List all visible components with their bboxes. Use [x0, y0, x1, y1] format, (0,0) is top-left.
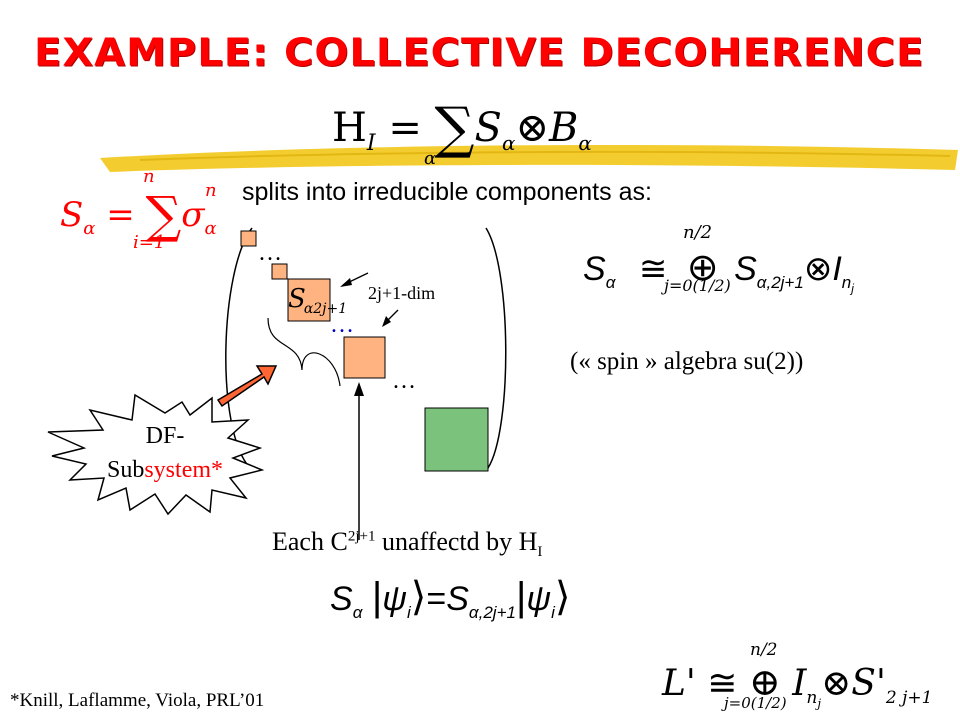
df-subsystem-label: DF- Subsystem*: [106, 423, 224, 483]
hamiltonian-symbol: H: [332, 105, 367, 151]
state-equation: Sα |ψi⟩=Sα,2j+1|ψi⟩: [330, 575, 571, 622]
block-label: Sα2j+1: [288, 284, 348, 318]
decomp-upper-limit: n/2: [683, 222, 713, 243]
sum-lower-limit: i=1: [133, 232, 166, 253]
l-prime-equation: L' ≅ ⊕ Inj⊗S'2 j+1: [662, 660, 933, 711]
unaffected-text: Each C2j+1 unaffectd by HI: [272, 527, 543, 561]
hamiltonian-equation: HI = ∑Sα⊗Bα: [332, 96, 592, 161]
dots-middle: …: [330, 312, 354, 338]
dots-top: …: [258, 240, 282, 266]
slide-title: Example: Collective Decoherence: [34, 31, 925, 75]
footnote-citation: *Knill, Laflamme, Viola, PRL’01: [10, 690, 265, 711]
decomposition-equation: Sα ≅ ⊕ Sα,2j+1⊗Inj: [583, 247, 854, 296]
lprime-upper-limit: n/2: [750, 640, 778, 660]
spin-algebra-text: (« spin » algebra su(2)): [570, 348, 804, 375]
splits-text: splits into irreducible components as:: [242, 178, 652, 206]
dim-label: 2j+1-dim: [368, 283, 436, 303]
dots-bottom: …: [392, 368, 416, 394]
sum-index: α: [424, 148, 437, 169]
sum-upper-limit: n: [143, 166, 155, 187]
sum-symbol: ∑: [434, 96, 475, 161]
s-alpha-definition: Sα = ∑σα: [60, 186, 217, 244]
lprime-lower-limit: j=0(1/2): [724, 694, 787, 712]
sigma-superscript: n: [205, 180, 217, 201]
decomp-lower-limit: j=0(1/2): [664, 276, 731, 295]
